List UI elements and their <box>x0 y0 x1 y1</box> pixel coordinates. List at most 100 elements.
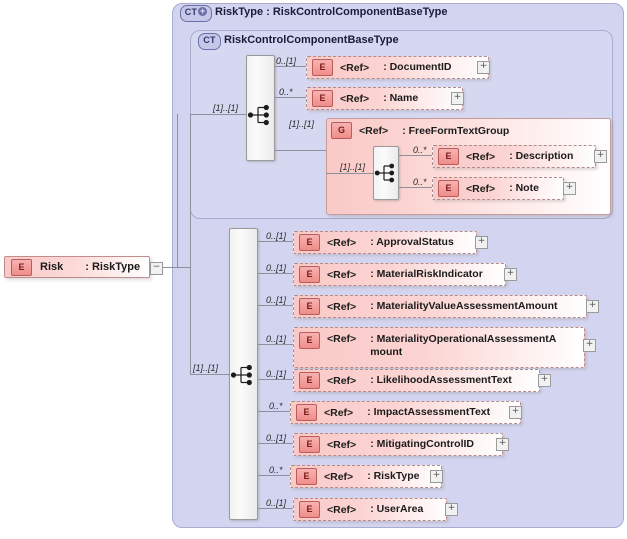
element-ref-label: <Ref> <box>327 438 357 451</box>
expand-plus-icon[interactable]: + <box>198 6 208 16</box>
expand-button-materialriskindicator[interactable]: + <box>504 268 517 281</box>
element-row-risktype[interactable]: E <Ref> : RiskType <box>290 465 442 488</box>
expand-button-approvalstatus[interactable]: + <box>475 236 488 249</box>
cardinality-inner-sequence: [1]..[1] <box>213 103 239 113</box>
cardinality-description: 0..* <box>413 145 427 155</box>
connector-line-rail-outer <box>177 114 178 268</box>
connector-line <box>190 114 247 115</box>
expand-button-description[interactable]: + <box>594 150 607 163</box>
element-icon: E <box>296 468 317 485</box>
element-name-label: : Note <box>509 182 539 194</box>
element-name-label: : DocumentID <box>383 61 452 73</box>
element-name-label: : RiskType <box>367 470 420 482</box>
element-icon: E <box>299 436 320 453</box>
element-row-materialriskindicator[interactable]: E <Ref> : MaterialRiskIndicator <box>293 263 506 286</box>
element-row-materialityvalueassessmentamount[interactable]: E <Ref> : MaterialityValueAssessmentAmou… <box>293 295 587 318</box>
expand-button-note[interactable]: + <box>563 182 576 195</box>
group-icon: G <box>331 122 352 139</box>
element-ref-label: <Ref> <box>466 150 496 163</box>
element-ref-label: <Ref> <box>466 182 496 195</box>
sequence-connector-icon-inner <box>247 104 269 126</box>
root-element-type: : RiskType <box>85 261 141 273</box>
element-row-name[interactable]: E <Ref> : Name <box>306 87 463 110</box>
cardinality-freeformtextgroup: [1]..[1] <box>289 119 315 129</box>
complex-type-title-outer: RiskType : RiskControlComponentBaseType <box>215 6 448 18</box>
element-row-approvalstatus[interactable]: E <Ref> : ApprovalStatus <box>293 231 477 254</box>
element-name-label: : UserArea <box>370 503 424 515</box>
cardinality-materialityvalueassessmentamount: 0..[1] <box>266 295 287 305</box>
element-ref-label: <Ref> <box>327 374 357 387</box>
connector-line <box>275 150 326 151</box>
connector-line <box>258 508 293 509</box>
complex-type-badge-outer[interactable]: CT+ <box>180 5 212 22</box>
connector-line <box>258 273 293 274</box>
element-ref-label: <Ref> <box>340 92 370 105</box>
element-icon: E <box>299 372 320 389</box>
element-row-impactassessmenttext[interactable]: E <Ref> : ImpactAssessmentText <box>290 401 521 424</box>
element-row-note[interactable]: E <Ref> : Note <box>432 177 564 200</box>
element-icon: E <box>312 90 333 107</box>
element-icon: E <box>299 298 320 315</box>
element-ref-label: <Ref> <box>327 503 357 516</box>
element-ref-label: <Ref> <box>327 236 357 249</box>
connector-line <box>326 173 374 174</box>
cardinality-mitigatingcontrolid: 0..[1] <box>266 433 287 443</box>
complex-type-badge-inner[interactable]: CT <box>198 33 221 50</box>
connector-line <box>399 155 433 156</box>
group-name-label: : FreeFormTextGroup <box>402 124 510 137</box>
element-name-label: : LikelihoodAssessmentText <box>370 374 512 386</box>
element-icon: E <box>11 258 32 276</box>
element-row-description[interactable]: E <Ref> : Description <box>432 145 596 168</box>
element-icon: E <box>299 332 320 349</box>
root-element-name: Risk <box>40 261 64 273</box>
expand-button-impactassessmenttext[interactable]: + <box>509 406 522 419</box>
element-row-userarea[interactable]: E <Ref> : UserArea <box>293 498 447 521</box>
expand-button-risktype[interactable]: + <box>430 470 443 483</box>
cardinality-group-sequence: [1]..[1] <box>340 162 366 172</box>
element-icon: E <box>296 404 317 421</box>
root-element-risk[interactable]: E Risk : RiskType <box>4 256 150 278</box>
element-name-label: : Name <box>383 92 419 104</box>
connector-line <box>275 97 307 98</box>
element-ref-label: <Ref> <box>327 300 357 313</box>
connector-line <box>258 443 293 444</box>
sequence-connector-icon-group <box>374 163 395 183</box>
connector-line-rail <box>190 114 191 375</box>
sequence-connector-icon-main <box>230 364 252 386</box>
collapse-button-risk[interactable]: − <box>150 262 163 275</box>
element-row-likelihoodassessmenttext[interactable]: E <Ref> : LikelihoodAssessmentText <box>293 369 540 392</box>
element-row-documentid[interactable]: E <Ref> : DocumentID <box>306 56 489 79</box>
cardinality-userarea: 0..[1] <box>266 498 287 508</box>
element-name-label: : ImpactAssessmentText <box>367 406 491 418</box>
cardinality-likelihoodassessmenttext: 0..[1] <box>266 369 287 379</box>
expand-button-documentid[interactable]: + <box>477 61 490 74</box>
cardinality-materialriskindicator: 0..[1] <box>266 263 287 273</box>
element-name-label: : MaterialityValueAssessmentAmount <box>370 300 558 312</box>
expand-button-likelihoodassessmenttext[interactable]: + <box>538 374 551 387</box>
element-icon: E <box>438 180 459 197</box>
connector-line <box>258 305 293 306</box>
cardinality-materialityoperationalassessmentamount: 0..[1] <box>266 334 287 344</box>
connector-line <box>399 187 433 188</box>
element-icon: E <box>438 148 459 165</box>
connector-line <box>150 267 177 268</box>
expand-button-name[interactable]: + <box>451 92 464 105</box>
group-header: G <Ref> : FreeFormTextGroup <box>331 122 509 139</box>
connector-line <box>258 379 293 380</box>
expand-button-materialityvalueassessmentamount[interactable]: + <box>586 300 599 313</box>
connector-line <box>258 411 290 412</box>
expand-button-mitigatingcontrolid[interactable]: + <box>496 438 509 451</box>
element-name-label: : Description <box>509 150 574 162</box>
expand-button-userarea[interactable]: + <box>445 503 458 516</box>
cardinality-documentid: 0..[1] <box>276 56 297 66</box>
element-name-label: : MitigatingControlID <box>370 438 474 450</box>
element-row-materialityoperationalassessmentamount[interactable]: E <Ref> : MaterialityOperationalAssessme… <box>293 327 585 368</box>
ct-badge-label: CT <box>184 7 198 17</box>
element-name-label: : MaterialityOperationalAssessmentA moun… <box>370 333 557 358</box>
connector-line <box>190 374 230 375</box>
element-row-mitigatingcontrolid[interactable]: E <Ref> : MitigatingControlID <box>293 433 503 456</box>
expand-button-materialityoperationalassessmentamount[interactable]: + <box>583 339 596 352</box>
group-ref-label: <Ref> <box>359 124 389 137</box>
element-ref-label: <Ref> <box>327 268 357 281</box>
